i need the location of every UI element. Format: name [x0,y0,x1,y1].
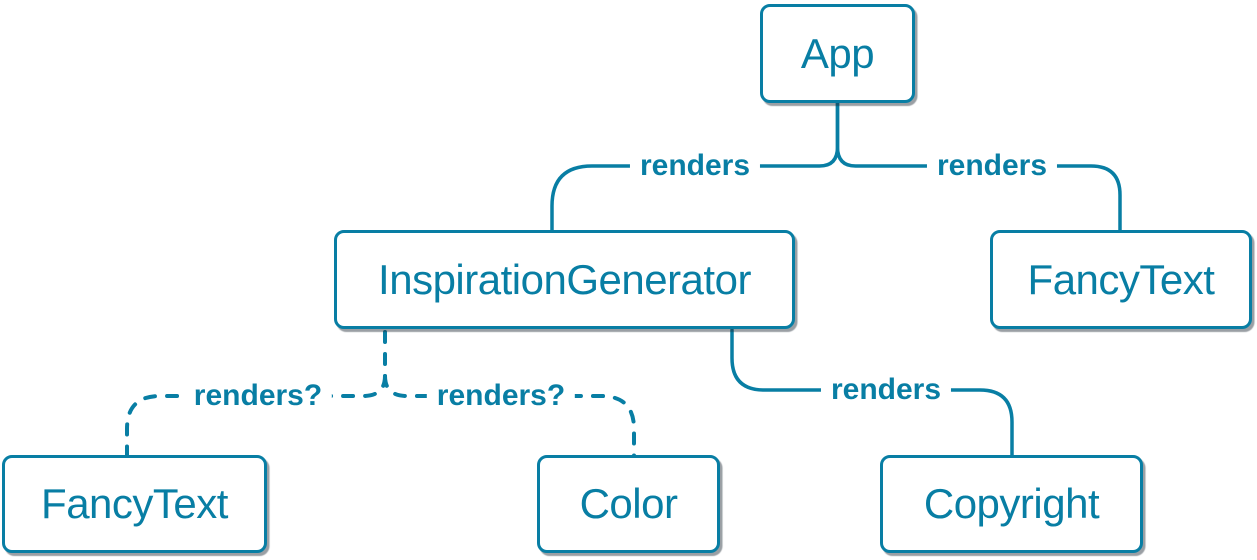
node-inspiration-generator: InspirationGenerator [334,230,795,329]
node-color-label: Color [579,480,678,527]
node-app-label: App [800,29,875,77]
node-fancy-text-top: FancyText [990,230,1252,329]
node-fancy-text-bottom: FancyText [2,455,267,553]
node-fancy-text-top-label: FancyText [1027,255,1215,303]
edge-label-inspirationgenerator-fancytext: renders? [183,379,333,413]
edge-app-to-inspirationgenerator-line [550,101,840,233]
edge-label-app-fancytext: renders [926,149,1058,183]
edge-label-inspirationgenerator-copyright: renders [820,373,952,407]
node-app: App [760,4,915,103]
edge-inspirationgenerator-to-color-dashed-line [383,374,636,458]
edge-label-inspirationgenerator-color: renders? [426,379,576,413]
edge-inspirationgenerator-to-fancytext-dashed-line [125,374,387,458]
edge-label-app-inspirationgenerator: renders [629,149,761,183]
node-copyright: Copyright [880,455,1143,553]
node-copyright-label: Copyright [923,480,1100,527]
node-fancy-text-bottom-label: FancyText [41,480,228,527]
node-color: Color [537,455,720,553]
node-inspiration-generator-label: InspirationGenerator [378,255,751,303]
